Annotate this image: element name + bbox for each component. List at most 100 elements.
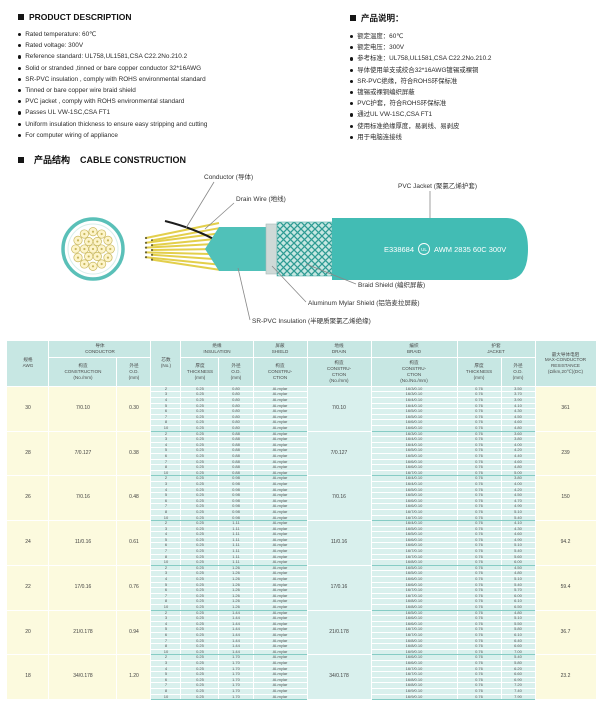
cell-shield-construction: Al-mylar	[252, 503, 308, 510]
header-shield-construction: 构造 CONSTRU- CTION	[252, 356, 308, 387]
cell-conductor-od: 0.30	[116, 385, 152, 432]
bullet-icon	[350, 124, 354, 128]
cell-resistance: 361	[534, 385, 597, 432]
header-awg: 规格 AWG	[6, 340, 50, 387]
cell-insulation-od: 0.80	[218, 425, 254, 432]
cell-insulation-od: 0.88	[218, 441, 254, 449]
cell-shield-construction: Al-mylar	[252, 397, 308, 404]
description-item-text: Solid or stranded ,tinned or bare copper…	[25, 64, 202, 72]
notes-item-text: 用于电脑连接线	[357, 133, 402, 141]
cell-shield-construction: Al-mylar	[252, 441, 308, 449]
cell-insulation-od: 1.70	[218, 693, 254, 701]
notes-item-text: 镀锡或裸铜编织屏蔽	[357, 89, 415, 97]
cell-shield-construction: Al-mylar	[252, 419, 308, 426]
cell-cores: 10	[150, 693, 182, 701]
product-notes-title: 产品说明：	[350, 12, 589, 24]
bullet-icon	[18, 44, 22, 48]
header-braid: 编织 BRAID	[370, 340, 458, 358]
notes-item: 使用标准绝缘厚度，易剥线、易剥皮	[350, 121, 589, 132]
product-notes-list: 额定温度：60℃ 额定电压：300V 参考标准：UL758,UL1581,CSA…	[350, 31, 589, 143]
cell-jacket-od: 4.90	[500, 503, 536, 510]
notes-item-text: 额定温度：60℃	[357, 33, 404, 40]
description-item-text: Tinned or bare copper wire braid shield	[25, 87, 136, 95]
product-description-title: PRODUCT DESCRIPTION	[18, 12, 350, 22]
cell-shield-construction: Al-mylar	[252, 391, 308, 398]
description-item: Rated voltage: 300V	[18, 40, 350, 51]
description-item-text: PVC jacket , comply with ROHS environmen…	[25, 98, 185, 106]
cell-jacket-thickness: 0.76	[456, 693, 502, 701]
cell-conductor-construction: 7/0.10	[48, 385, 118, 432]
cell-insulation-od: 0.80	[218, 408, 254, 415]
cell-jacket-od: 4.80	[500, 464, 536, 471]
cell-jacket-od: 4.50	[500, 492, 536, 499]
cell-jacket-od: 4.40	[500, 453, 536, 460]
cell-shield-construction: Al-mylar	[252, 486, 308, 494]
bullet-icon	[18, 111, 22, 115]
header-resistance: 最大导体电阻 MAX-CONDUCTOR RESISTANCE (Ω/km,20…	[534, 340, 597, 387]
bullet-icon	[18, 33, 22, 37]
conductor-label: Conductor (导体)	[204, 172, 253, 181]
bullet-icon	[350, 46, 354, 50]
notes-item: 额定电压：300V	[350, 42, 589, 53]
product-notes-section: 产品说明： 额定温度：60℃ 额定电压：300V 参考标准：UL758,UL15…	[350, 12, 589, 143]
header-drain-construction: 构造 CONSTRU- CTION (No./mm)	[306, 356, 372, 387]
cell-conductor-construction: 17/0.16	[48, 564, 118, 611]
cell-shield-construction: Al-mylar	[252, 447, 308, 454]
notes-item: 通过UL VW-1SC,CSA FT1	[350, 109, 589, 120]
drain-wire-label: Drain Wire (地线)	[236, 194, 286, 203]
cell-shield-construction: Al-mylar	[252, 480, 308, 488]
construction-title-en: CABLE CONSTRUCTION	[80, 154, 187, 165]
product-description-list: Rated temperature: 60℃ Rated voltage: 30…	[18, 29, 350, 141]
notes-item-text: SR-PVC绝缘，符合ROHS环保标准	[357, 77, 458, 85]
cable-construction-diagram: E338684 UL AWM 2835 60C 300V Conductor (…	[61, 172, 528, 325]
cell-insulation-od: 0.88	[218, 430, 254, 438]
table-header: 规格 AWG 导体 CONDUCTOR 芯数 (No.) 绝缘 INSULATI…	[6, 340, 597, 387]
description-item: PVC jacket , comply with ROHS environmen…	[18, 96, 350, 107]
cell-insulation-od: 0.98	[218, 480, 254, 488]
cell-resistance: 239	[534, 430, 597, 477]
cell-awg: 30	[6, 385, 50, 432]
description-item: For computer wiring of appliance	[18, 130, 350, 141]
cell-awg: 20	[6, 609, 50, 656]
braid-segment	[276, 221, 333, 277]
cell-awg: 26	[6, 475, 50, 522]
cell-resistance: 59.4	[534, 564, 597, 611]
jacket-print-right: AWM 2835 60C 300V	[434, 245, 506, 254]
cell-insulation-od: 0.88	[218, 453, 254, 460]
jacket-segment	[332, 218, 528, 281]
notes-item: 额定温度：60℃	[350, 31, 589, 42]
header-drain: 地线 DRAIN	[306, 340, 372, 358]
specification-table: 规格 AWG 导体 CONDUCTOR 芯数 (No.) 绝缘 INSULATI…	[6, 340, 597, 701]
cell-jacket-od: 7.90	[500, 693, 536, 701]
cell-jacket-od: 4.50	[500, 413, 536, 421]
description-item-text: Rated temperature: 60℃	[25, 31, 97, 38]
cell-insulation-od: 0.80	[218, 413, 254, 421]
cell-jacket-od: 4.60	[500, 419, 536, 426]
cell-resistance: 94.2	[534, 520, 597, 566]
cell-awg: 18	[6, 654, 50, 701]
cell-conductor-od: 0.48	[116, 475, 152, 522]
cell-jacket-od: 4.10	[500, 402, 536, 410]
construction-title-cn: 产品结构	[34, 155, 71, 166]
cell-drain-construction: 21/0.178	[306, 609, 372, 656]
section-square-icon	[18, 156, 24, 163]
bullet-icon	[350, 102, 354, 106]
cell-shield-construction: Al-mylar	[252, 497, 308, 505]
cell-insulation-od: 0.80	[218, 397, 254, 404]
bullet-icon	[350, 113, 354, 117]
